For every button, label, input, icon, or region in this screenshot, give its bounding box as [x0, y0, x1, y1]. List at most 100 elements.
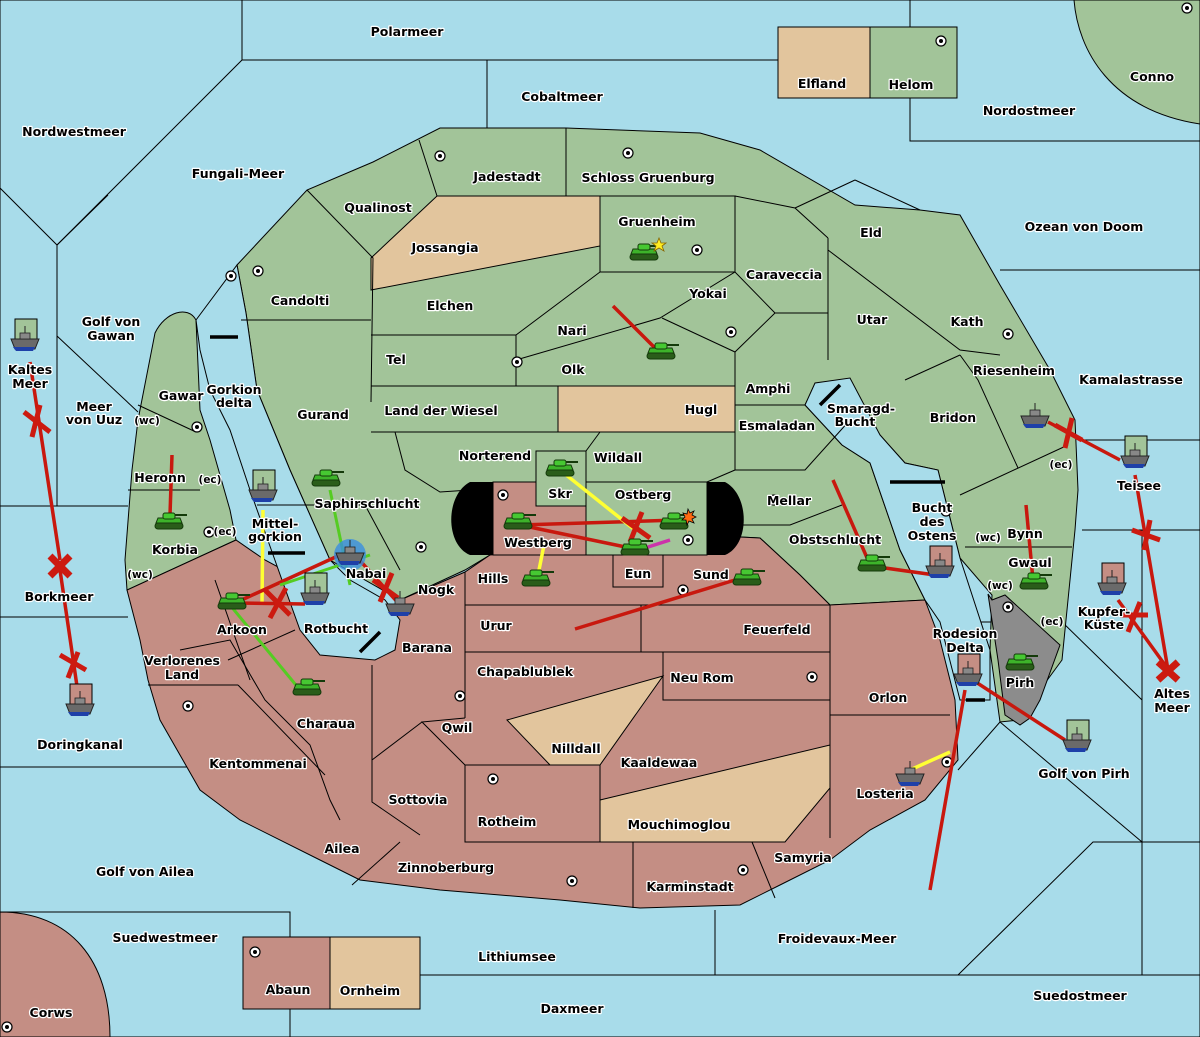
labels: Polarmeer Cobaltmeer Nordwestmeer Fungal…	[7, 23, 1192, 1017]
unit-army-skr[interactable]	[545, 459, 578, 477]
label-barana: Barana	[402, 640, 452, 655]
supply-center-icon	[252, 265, 264, 277]
unit-army-korbia[interactable]	[154, 512, 187, 530]
unit-fleet-nabai[interactable]	[334, 539, 366, 571]
province-conno[interactable]	[1073, 0, 1200, 125]
unit-fleet-mittel-gorkion[interactable]	[248, 469, 278, 502]
label-hills: Hills	[478, 571, 509, 586]
label-borkmeer: Borkmeer	[25, 589, 95, 604]
label-feuerfeld: Feuerfeld	[743, 622, 810, 637]
label-kaltes-meer-2: Meer	[12, 376, 48, 391]
label-wildall: Wildall	[594, 450, 642, 465]
ship-icon	[925, 553, 955, 578]
tank-icon	[545, 459, 578, 477]
unit-army-obstschlucht[interactable]	[857, 554, 890, 572]
unit-army-gruenheim[interactable]	[629, 236, 668, 261]
unit-fleet-rotbucht[interactable]	[300, 572, 330, 605]
order-support-line	[909, 750, 951, 772]
unit-army-olk[interactable]	[646, 342, 679, 360]
label-qualinost: Qualinost	[344, 200, 411, 215]
tank-icon	[503, 512, 536, 530]
unit-fleet-doringkanal[interactable]	[65, 683, 95, 716]
label-pirh: Pirh	[1006, 675, 1035, 690]
tank-icon	[311, 469, 344, 487]
order-move-arrow	[884, 566, 936, 577]
label-obstschlucht: Obstschlucht	[789, 532, 881, 547]
unit-fleet-rodesion-delta[interactable]	[953, 653, 983, 686]
coast-tag-gwaul-ec: (ec)	[1041, 616, 1064, 628]
supply-center-icon	[1, 1021, 13, 1033]
tank-icon	[620, 538, 653, 556]
label-bucht-des-ostens-2: des	[920, 514, 945, 529]
double-arrow-icon	[818, 383, 842, 407]
unit-army-ostberg[interactable]	[659, 507, 697, 530]
unit-army-charaua[interactable]	[292, 678, 325, 696]
label-qwil: Qwil	[442, 720, 473, 735]
coast-tag-korbia-wc: (wc)	[127, 569, 153, 581]
supply-center-icon	[806, 671, 818, 683]
order-move-arrow	[928, 689, 967, 891]
tank-icon	[217, 592, 250, 610]
unit-fleet-bucht-des-ostens[interactable]	[925, 545, 955, 578]
supply-center-icon	[1181, 2, 1193, 14]
unit-fleet-kupfer-kueste[interactable]	[1097, 562, 1127, 595]
unit-army-pirh[interactable]	[1005, 653, 1038, 671]
label-kupfer-kueste: Kupfer-	[1078, 604, 1131, 619]
label-meer-von-uuz-2: von Uuz	[66, 412, 122, 427]
unit-army-hills[interactable]	[521, 569, 554, 587]
supply-center-icon	[682, 534, 694, 546]
label-olk: Olk	[561, 362, 585, 377]
label-bucht-des-ostens: Bucht	[912, 500, 953, 515]
label-karminstadt: Karminstadt	[646, 879, 733, 894]
label-mellar: Mellar	[767, 493, 812, 508]
failed-order-icon	[263, 586, 292, 620]
label-nordostmeer: Nordostmeer	[983, 103, 1076, 118]
coast-tag-gawar-wc: (wc)	[134, 415, 160, 427]
label-urur: Urur	[480, 618, 512, 633]
unit-army-sund[interactable]	[732, 568, 765, 586]
tank-icon	[154, 512, 187, 530]
unit-fleet-losteria[interactable]	[895, 761, 925, 786]
label-kaltes-meer: Kaltes	[8, 362, 52, 377]
unit-fleet-riesenheim[interactable]	[1020, 403, 1050, 428]
label-daxmeer: Daxmeer	[540, 1001, 604, 1016]
label-samyria: Samyria	[774, 850, 832, 865]
unit-army-arkoon[interactable]	[217, 592, 250, 610]
impassable-east-cap	[707, 482, 744, 555]
label-mittelgorkion-2: gorkion	[248, 529, 302, 544]
label-polarmeer: Polarmeer	[371, 24, 445, 39]
label-corws: Corws	[30, 1005, 73, 1020]
province-ornheim[interactable]	[329, 936, 421, 1010]
province-eun[interactable]	[612, 554, 664, 588]
unit-army-saphirschlucht[interactable]	[311, 469, 344, 487]
unit-fleet-golf-von-pirh[interactable]	[1062, 719, 1092, 752]
province-corws[interactable]	[0, 911, 111, 1037]
supply-center-icon	[566, 875, 578, 887]
label-smaragd-bucht: Smaragd-	[827, 401, 895, 416]
order-move-arrow	[831, 479, 870, 561]
ship-icon	[1062, 727, 1092, 752]
unit-fleet-teisee[interactable]	[1120, 435, 1150, 468]
order-move-arrow	[168, 454, 174, 516]
ship-icon	[65, 691, 95, 716]
unit-fleet-nogk[interactable]	[385, 591, 415, 616]
supply-center-icon	[725, 326, 737, 338]
order-move-arrow	[611, 304, 657, 350]
unit-army-eun[interactable]	[620, 538, 653, 556]
label-korbia: Korbia	[152, 542, 198, 557]
unit-fleet-kaltes-meer[interactable]	[10, 318, 40, 351]
label-gorkion-delta: Gorkion	[206, 382, 261, 397]
unit-army-gwaul[interactable]	[1019, 572, 1052, 590]
label-yokai: Yokai	[688, 286, 727, 301]
supply-center-icon	[487, 773, 499, 785]
label-neu-rom: Neu Rom	[670, 670, 733, 685]
failed-order-icon	[371, 572, 400, 603]
label-golf-von-pirh: Golf von Pirh	[1038, 766, 1129, 781]
label-nordwestmeer: Nordwestmeer	[22, 124, 127, 139]
tank-icon	[857, 554, 890, 572]
unit-army-westberg[interactable]	[503, 512, 536, 530]
label-jossangia: Jossangia	[410, 240, 478, 255]
coast-tag-heronn-ec: (ec)	[199, 474, 222, 486]
ship-icon	[1120, 443, 1150, 468]
